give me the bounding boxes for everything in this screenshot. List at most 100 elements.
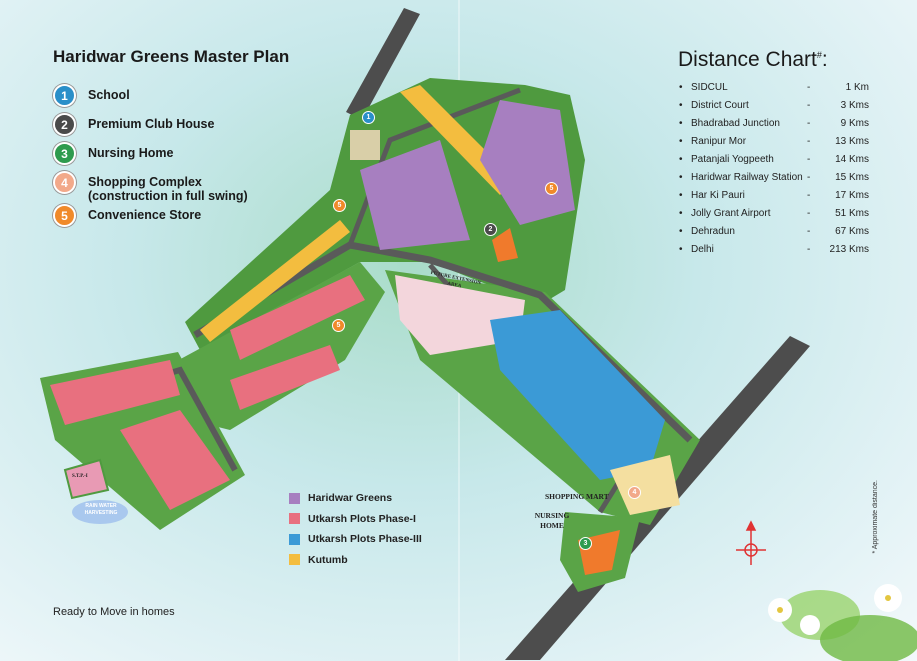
key-school: 1 School — [53, 84, 130, 107]
destination-name: Dehradun — [691, 225, 735, 237]
destination-name: SIDCUL — [691, 81, 728, 93]
map-marker-nursing-home: 3 — [579, 537, 592, 550]
distance-chart: •SIDCUL-1 Km•District Court-3 Kms•Bhadra… — [679, 78, 869, 258]
legend-swatch — [289, 513, 300, 525]
distance-value: 9 Kms — [840, 117, 869, 129]
dash: - — [807, 171, 811, 183]
utkarsh-phase1-plots — [230, 345, 340, 410]
map-marker-store: 5 — [333, 199, 346, 212]
dash: - — [807, 81, 811, 93]
map-marker-club-house: 2 — [484, 223, 497, 236]
plot-legend: Haridwar Greens Utkarsh Plots Phase-I Ut… — [289, 488, 422, 570]
dash: - — [807, 153, 811, 165]
distance-row: • Delhi - 213 Kms — [679, 240, 869, 258]
haridwar-greens-plots — [360, 140, 470, 250]
map-marker-store: 5 — [332, 319, 345, 332]
destination-name: Ranipur Mor — [691, 135, 747, 147]
legend-swatch — [289, 554, 300, 566]
bullet: • — [679, 135, 683, 147]
distance-row: • Ranipur Mor - 13 Kms — [679, 132, 869, 150]
shopping-complex-site — [610, 455, 680, 515]
number-badge: 3 — [53, 142, 76, 165]
distance-row: • Haridwar Railway Station- 15 Kms — [679, 168, 869, 186]
destination-name: Delhi — [691, 243, 714, 255]
legend-swatch — [289, 533, 300, 545]
utkarsh-phase1-plots — [120, 410, 230, 510]
stp-label: S.T.P.-I — [72, 474, 88, 479]
legend-label: Utkarsh Plots Phase-I — [308, 512, 416, 525]
legend-label: Kutumb — [308, 553, 348, 566]
map-marker-store: 5 — [545, 182, 558, 195]
club-house-building — [492, 228, 518, 262]
dash: - — [807, 135, 811, 147]
title-suffix: : — [821, 48, 828, 71]
destination-name: Bhadrabad Junction — [691, 117, 780, 129]
footer-text: Ready to Move in homes — [53, 606, 175, 618]
bullet: • — [679, 99, 683, 111]
flower-decoration — [768, 584, 917, 661]
kutumb-plots — [200, 220, 350, 342]
key-label: Premium Club House — [88, 117, 215, 131]
title-mark: # — [816, 50, 822, 60]
destination-name: Jolly Grant Airport — [691, 207, 771, 219]
dash: - — [807, 225, 811, 237]
distance-row: • Bhadrabad Junction - 9 Kms — [679, 114, 869, 132]
number-badge: 5 — [53, 204, 76, 227]
rain-water-harvesting-pond — [72, 500, 128, 524]
distance-row: • Har Ki Pauri - 17 Kms — [679, 186, 869, 204]
distance-value: 51 Kms — [835, 207, 869, 219]
distance-value: 14 Kms — [835, 153, 869, 165]
destination-name: Haridwar Railway Station — [691, 171, 803, 183]
key-convenience-store: 5 Convenience Store — [53, 204, 201, 227]
key-label: Shopping Complex (construction in full s… — [88, 175, 248, 203]
distance-value: 213 Kms — [829, 243, 869, 255]
title-text: Distance Chart — [678, 48, 817, 71]
legend-label: Utkarsh Plots Phase-III — [308, 533, 422, 546]
bullet: • — [679, 189, 683, 201]
legend-swatch — [289, 492, 300, 504]
distance-value: 1 Km — [845, 81, 869, 93]
shopping-mart-label: SHOPPING MART — [545, 492, 609, 501]
number-badge: 4 — [53, 171, 76, 194]
map-marker-school: 1 — [362, 111, 375, 124]
distance-row: •District Court-3 Kms — [679, 96, 869, 114]
key-label: Nursing Home — [88, 146, 174, 160]
utkarsh-phase1-plots — [230, 275, 365, 360]
nursing-home-label: NURSING HOME — [534, 511, 570, 530]
dash: - — [807, 117, 811, 129]
school-building — [350, 130, 380, 160]
bullet: • — [679, 117, 683, 129]
bullet: • — [679, 171, 683, 183]
destination-name: Patanjali Yogpeeth — [691, 153, 774, 165]
key-label: Convenience Store — [88, 208, 202, 222]
legend-label: Haridwar Greens — [308, 492, 393, 505]
map-marker-shopping: 4 — [628, 486, 641, 499]
internal-road — [347, 87, 521, 246]
key-nursing-home: 3 Nursing Home — [53, 142, 173, 165]
legend-item: Utkarsh Plots Phase-I — [289, 509, 422, 530]
compass-icon — [736, 520, 766, 565]
dash: - — [807, 99, 811, 111]
utkarsh-phase1-plots — [50, 360, 180, 425]
key-label: School — [88, 88, 130, 102]
distance-value: 13 Kms — [835, 135, 869, 147]
dash: - — [807, 189, 811, 201]
key-shopping-complex: 4 Shopping Complex (construction in full… — [53, 171, 248, 203]
destination-name: District Court — [691, 99, 749, 111]
distance-row: • SIDCUL - 1 Km — [679, 78, 869, 96]
distance-value: 17 Kms — [835, 189, 869, 201]
key-club-house: 2 Premium Club House — [53, 113, 214, 136]
main-road-north — [346, 8, 420, 120]
rain-water-label: RAIN WATER HARVESTING — [84, 503, 118, 516]
dash: - — [807, 243, 811, 255]
distance-value: 15 Kms — [835, 171, 869, 183]
distance-row: •Dehradun-67 Kms — [679, 222, 869, 240]
bullet: • — [679, 243, 683, 255]
destination-name: Har Ki Pauri — [691, 189, 745, 201]
bullet: • — [679, 225, 683, 237]
distance-row: •Jolly Grant Airport-51 Kms — [679, 204, 869, 222]
number-badge: 1 — [53, 84, 76, 107]
bullet: • — [679, 81, 683, 93]
